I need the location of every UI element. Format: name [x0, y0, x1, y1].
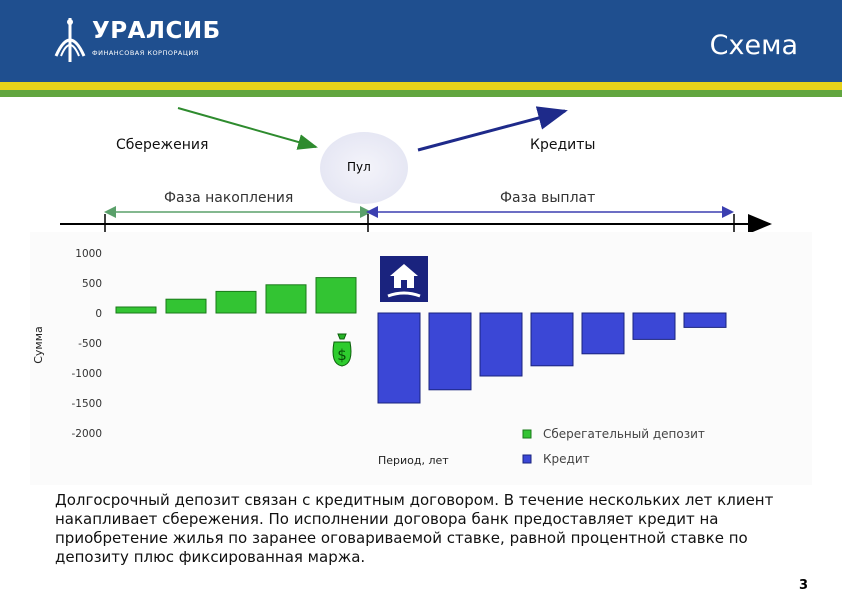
uralsib-logo: УРАЛСИБ ФИНАНСОВАЯ КОРПОРАЦИЯ — [52, 16, 232, 66]
y-tick-label: 500 — [82, 278, 102, 290]
credit-bar — [683, 312, 727, 328]
logo-wordmark: УРАЛСИБ — [92, 18, 221, 44]
payout-phase-label: Фаза выплат — [500, 190, 596, 206]
uralsib-emblem-icon — [54, 18, 86, 62]
deposit-bar — [215, 290, 257, 314]
y-tick-label: 0 — [95, 308, 102, 320]
legend-swatch-deposit — [522, 429, 532, 439]
credits-label: Кредиты — [530, 137, 596, 153]
x-axis-label: Период, лет — [378, 454, 449, 467]
credit-bar — [530, 312, 574, 367]
y-axis-label: Сумма — [32, 326, 45, 364]
credit-bar — [632, 312, 676, 340]
header-band: УРАЛСИБ ФИНАНСОВАЯ КОРПОРАЦИЯ Схема — [0, 0, 842, 82]
page-number: 3 — [798, 578, 808, 593]
legend-label-credit: Кредит — [543, 452, 590, 466]
credit-bar — [581, 312, 625, 355]
deposit-bar — [165, 298, 207, 314]
credit-bar — [377, 312, 421, 404]
y-tick-label: -500 — [78, 338, 102, 350]
svg-text:$: $ — [337, 346, 347, 364]
description-text: Долгосрочный депозит связан с кредитным … — [55, 491, 774, 566]
house-icon — [380, 256, 428, 302]
credit-bar — [479, 312, 523, 377]
savings-arrow — [177, 107, 318, 150]
legend-swatch-credit — [522, 454, 532, 464]
slide-title: Схема — [709, 30, 798, 61]
y-tick-label: -1000 — [71, 368, 102, 380]
green-stripe — [0, 90, 842, 97]
credit-bar — [428, 312, 472, 391]
deposit-bar — [315, 277, 357, 314]
y-tick-label: -2000 — [71, 428, 102, 440]
deposit-bar — [265, 284, 307, 314]
yellow-stripe — [0, 82, 842, 90]
y-tick-label: -1500 — [71, 398, 102, 410]
deposit-bar — [115, 306, 157, 314]
accumulation-phase-label: Фаза накопления — [164, 190, 294, 206]
credits-arrow — [417, 106, 568, 152]
savings-label: Сбережения — [116, 137, 209, 153]
pool-label: Пул — [347, 160, 371, 174]
logo-subtitle: ФИНАНСОВАЯ КОРПОРАЦИЯ — [92, 49, 199, 57]
legend-label-deposit: Сберегательный депозит — [543, 427, 705, 441]
y-tick-label: 1000 — [75, 248, 102, 260]
money-bag-icon: $ — [332, 333, 352, 367]
pool-circle — [320, 132, 408, 204]
